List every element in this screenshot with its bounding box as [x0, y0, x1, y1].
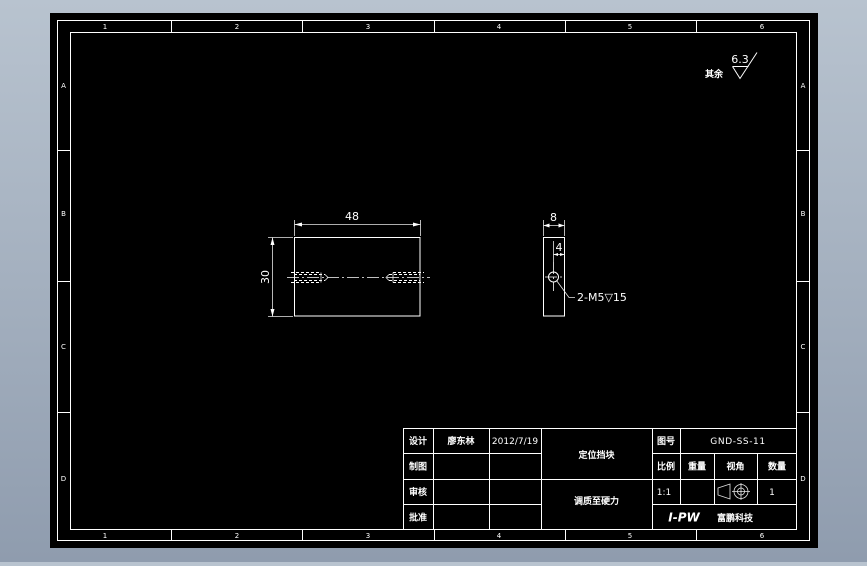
right-threaded-hole — [385, 272, 424, 283]
arrowhead — [270, 309, 275, 317]
weight-header: 重量 — [688, 461, 706, 473]
projection-cone — [717, 483, 731, 500]
arrowhead — [558, 223, 565, 228]
zone-labels: 1 2 3 4 5 6 1 2 3 4 5 6 A B C D A B C D — [61, 23, 806, 540]
zone-row-label: D — [800, 475, 805, 483]
zone-col-label: 6 — [760, 532, 765, 540]
design-date: 2012/7/19 — [492, 437, 538, 447]
arrowhead — [560, 253, 565, 256]
designer-role: 设计 — [409, 435, 427, 447]
arrowhead — [553, 253, 558, 256]
part-name: 定位挡块 — [577, 449, 615, 461]
hole-end — [385, 272, 394, 283]
width-dimension-value: 48 — [345, 210, 359, 223]
designer-name: 廖东林 — [447, 435, 475, 447]
hole-offset-dimension: 4 — [553, 241, 565, 262]
hole-callout: 2-M5▽15 — [556, 280, 627, 304]
projection-symbol-icon — [717, 483, 750, 500]
roughness-value: 6.3 — [731, 53, 749, 66]
checker-role: 审核 — [409, 486, 427, 498]
zone-col-label: 3 — [366, 23, 370, 31]
side-view-outline — [543, 237, 565, 317]
width-dimension: 48 — [294, 210, 421, 236]
drafter-role: 制图 — [409, 461, 427, 473]
quantity-value: 1 — [769, 488, 775, 498]
leader-line — [556, 280, 575, 298]
side-width-dimension: 8 — [543, 211, 565, 236]
zone-col-label: 3 — [366, 532, 370, 540]
roughness-note: 其余 6.3 — [705, 52, 758, 80]
height-dimension: 30 — [259, 237, 293, 317]
hole-callout-text: 2-M5▽15 — [577, 291, 627, 304]
zone-col-label: 4 — [497, 23, 502, 31]
zone-col-label: 6 — [760, 23, 765, 31]
side-width-dimension-value: 8 — [550, 211, 557, 224]
approver-role: 批准 — [409, 512, 427, 524]
zone-row-label: A — [801, 82, 806, 90]
hole-end — [320, 272, 329, 283]
projection-crosshair — [732, 483, 750, 500]
heat-treatment: 调质至硬力 — [574, 495, 619, 507]
company-logo: I-PW — [668, 511, 700, 525]
arrowhead — [294, 222, 302, 227]
roughness-symbol-icon — [732, 52, 758, 80]
zone-row-label: C — [61, 343, 66, 351]
height-dimension-value: 30 — [259, 270, 272, 284]
title-block-grid — [403, 428, 797, 530]
side-view: 8 4 2-M5▽15 — [543, 211, 627, 317]
outer-border — [57, 20, 810, 541]
zone-row-label: B — [61, 210, 66, 218]
front-view-outline — [294, 237, 421, 317]
zone-row-label: A — [61, 82, 66, 90]
arrowhead — [270, 237, 275, 245]
left-threaded-hole — [291, 272, 329, 283]
zone-col-label: 5 — [628, 23, 632, 31]
drawing-number-label: 图号 — [657, 436, 675, 447]
zone-col-label: 1 — [103, 532, 107, 540]
zone-row-label: C — [801, 343, 806, 351]
scale-value: 1:1 — [657, 488, 671, 498]
quantity-header: 数量 — [768, 461, 786, 473]
zone-col-label: 1 — [103, 23, 107, 31]
zone-row-label: D — [61, 475, 66, 483]
arrowhead — [413, 222, 421, 227]
title-block: 设计 廖东林 2012/7/19 制图 审核 批准 定位挡块 调质至硬力 图号 … — [403, 428, 797, 530]
company-name: 富鹏科技 — [717, 512, 754, 524]
arrowhead — [543, 223, 550, 228]
front-view: 48 30 — [259, 210, 430, 317]
zone-col-label: 2 — [235, 532, 239, 540]
drawing-number: GND-SS-11 — [710, 437, 765, 447]
scale-header: 比例 — [657, 461, 675, 473]
roughness-label: 其余 — [705, 68, 724, 80]
zone-ticks — [57, 20, 810, 541]
projection-header: 视角 — [726, 461, 744, 473]
zone-col-label: 4 — [497, 532, 502, 540]
zone-row-label: B — [801, 210, 806, 218]
zone-col-label: 5 — [628, 532, 632, 540]
hole-offset-dimension-value: 4 — [556, 241, 563, 254]
zone-col-label: 2 — [235, 23, 239, 31]
